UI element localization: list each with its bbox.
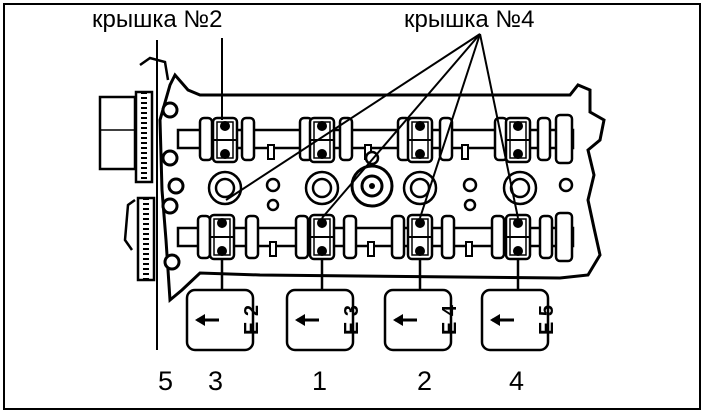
flange bbox=[98, 95, 137, 171]
label-cap-4: крышка №4 bbox=[404, 6, 535, 33]
order-number-5: 5 bbox=[158, 366, 174, 396]
tag-e4: E 4 bbox=[383, 288, 461, 352]
label-cap-2: крышка №2 bbox=[92, 6, 223, 33]
diagram-frame bbox=[3, 3, 701, 410]
tag-e5: E 5 bbox=[480, 288, 558, 352]
leader-cap4 bbox=[225, 33, 519, 219]
head-outline bbox=[158, 72, 606, 304]
order-number-4: 4 bbox=[509, 366, 525, 396]
tag-e2-text: E 2 bbox=[241, 305, 263, 335]
tag-e3: E 3 bbox=[285, 288, 363, 352]
tag-e3-text: E 3 bbox=[341, 305, 363, 335]
tag-e4-text: E 4 bbox=[439, 304, 461, 335]
tag-e2: E 2 bbox=[185, 288, 263, 352]
tag-e5-text: E 5 bbox=[536, 305, 558, 335]
order-number-1: 1 bbox=[312, 366, 328, 396]
order-number-2: 2 bbox=[417, 366, 433, 396]
order-number-3: 3 bbox=[208, 366, 224, 396]
